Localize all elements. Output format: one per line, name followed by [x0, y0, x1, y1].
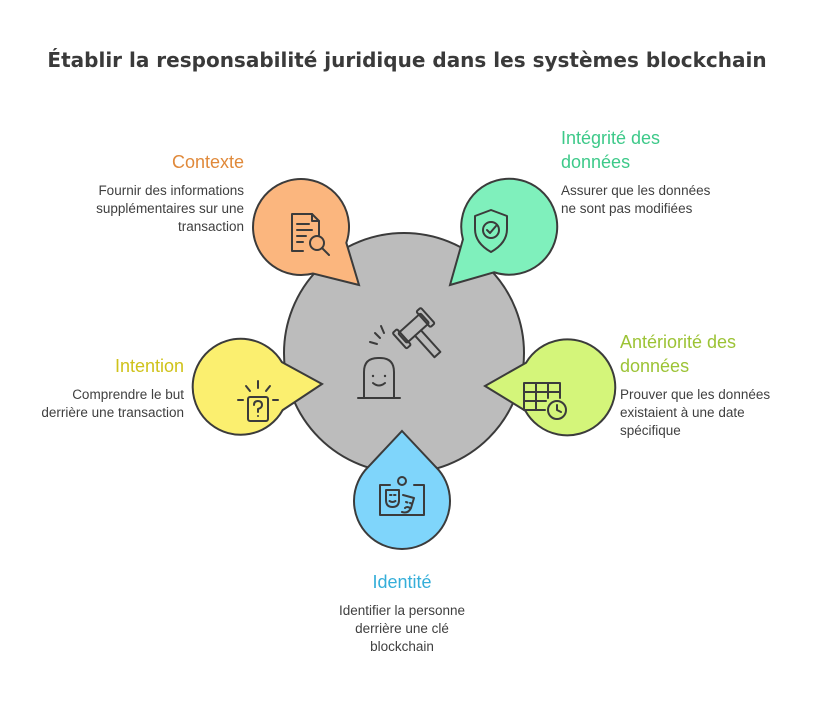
identite-description: Identifier la personne derrière une clé …	[338, 603, 466, 654]
gavel-tombstone-icon	[357, 307, 442, 399]
diagram-title: Établir la responsabilité juridique dans…	[47, 48, 767, 72]
anteriorite-description: Prouver que les données existaient à une…	[620, 387, 771, 438]
masks-badge-icon	[379, 476, 425, 516]
intention-label: Intention Comprendre le but derrière une…	[14, 354, 184, 422]
contexte-node[interactable]	[252, 178, 361, 287]
table-clock-icon	[523, 382, 567, 420]
anteriorite-heading: Antériorité des données	[620, 332, 737, 376]
contexte-description: Fournir des informations supplémentaires…	[96, 183, 244, 234]
contexte-label: Contexte Fournir des informations supplé…	[44, 150, 244, 236]
intention-heading: Intention	[114, 356, 184, 376]
identite-heading: Identité	[372, 572, 432, 592]
identite-node[interactable]	[353, 429, 451, 550]
anteriorite-label: Antériorité des données Prouver que les …	[620, 330, 805, 440]
integrite-description: Assurer que les données ne sont pas modi…	[561, 183, 711, 216]
contexte-heading: Contexte	[171, 152, 244, 172]
anteriorite-node[interactable]	[483, 338, 617, 437]
intention-description: Comprendre le but derrière une transacti…	[41, 387, 184, 420]
intention-node[interactable]	[191, 337, 324, 436]
integrite-heading: Intégrité des données	[561, 128, 661, 172]
document-search-icon	[291, 213, 330, 256]
integrite-node[interactable]	[448, 177, 559, 287]
shield-check-icon	[474, 209, 508, 253]
identite-label: Identité Identifier la personne derrière…	[292, 570, 512, 656]
question-idea-icon	[237, 380, 279, 422]
integrite-label: Intégrité des données Assurer que les do…	[561, 126, 781, 218]
